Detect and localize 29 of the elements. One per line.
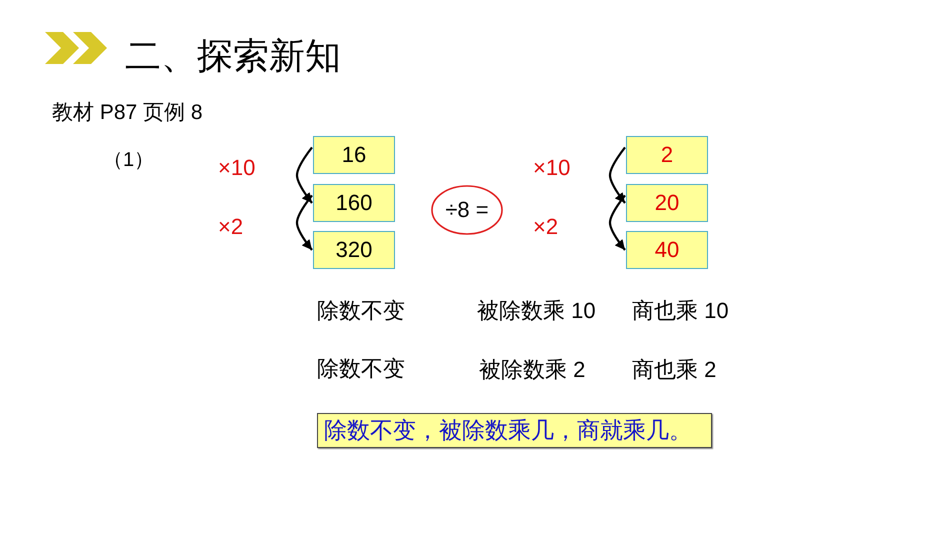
number-box [626, 231, 708, 269]
rule-text: 被除数乘 2 [479, 357, 586, 382]
curved-arrow [608, 194, 626, 251]
number-box [313, 184, 395, 222]
source-note: 教材 P87 页例 8 [52, 101, 203, 126]
number-box [313, 231, 395, 269]
number-text: 40 [654, 237, 680, 263]
number-text: 2 [660, 142, 674, 168]
rule-text: 商也乘 10 [632, 298, 729, 324]
rule-text: 除数不变 [317, 298, 405, 324]
curved-arrow [296, 194, 313, 251]
rule-text: 商也乘 2 [632, 357, 716, 382]
curved-arrow [608, 146, 626, 204]
number-text: 16 [342, 142, 366, 168]
curved-arrow [296, 146, 313, 204]
number-text: 20 [654, 190, 680, 216]
slide-title: 二、探索新知 [125, 35, 341, 76]
rule-text: 被除数乘 10 [477, 298, 596, 324]
number-text: 320 [336, 237, 372, 263]
rule-text: 除数不变 [317, 356, 405, 382]
part-number: （1） [103, 149, 154, 172]
number-box [626, 184, 708, 222]
number-box [626, 136, 708, 174]
operation-ellipse [431, 185, 503, 235]
number-text: 160 [336, 190, 372, 216]
operation-text: ÷8 = [445, 197, 489, 223]
summary-text: 除数不变，被除数乘几，商就乘几。 [324, 417, 692, 444]
summary-box [317, 413, 712, 448]
number-box [313, 136, 395, 174]
